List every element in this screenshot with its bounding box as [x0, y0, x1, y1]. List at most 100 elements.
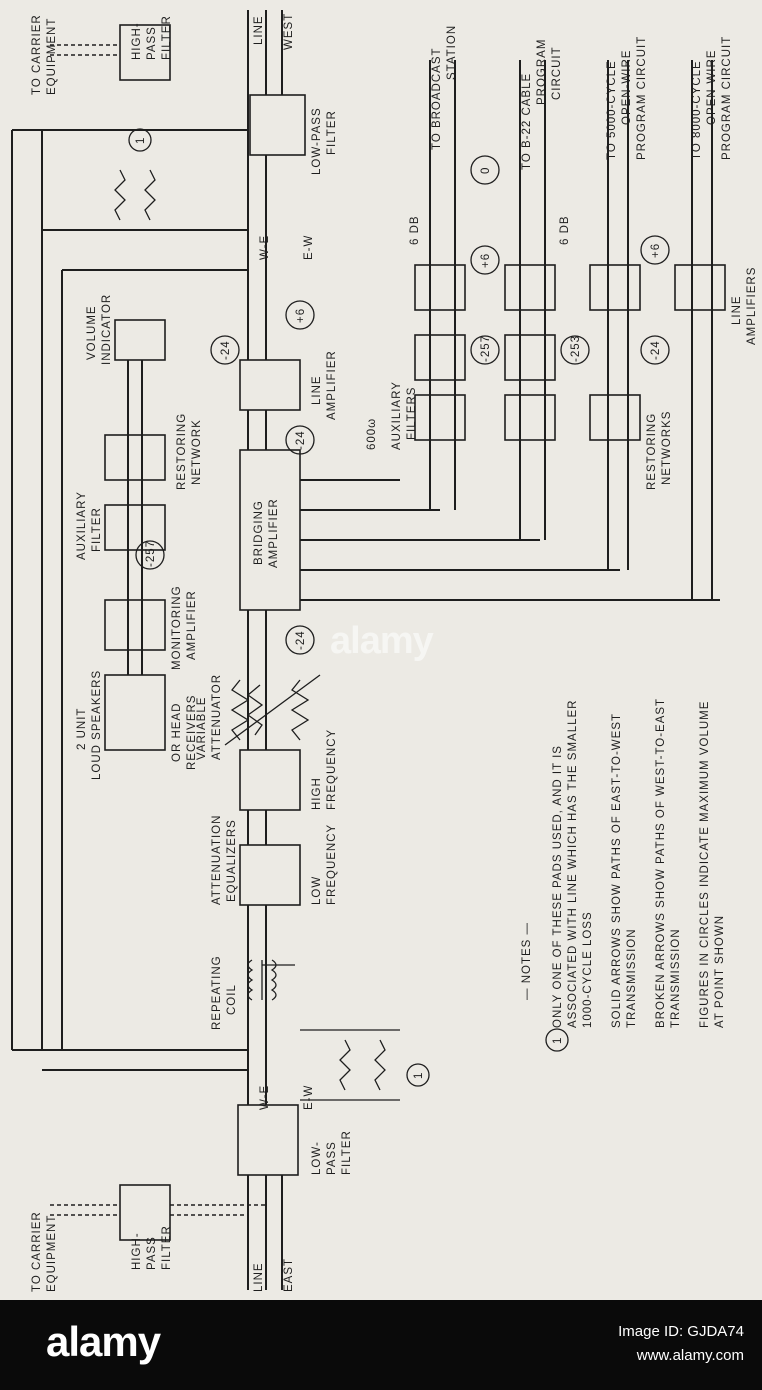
lpf-right-2: FILTER [326, 110, 338, 155]
level-circle-input [285, 625, 315, 655]
line-amp-1: LINE [311, 375, 323, 405]
return-wires [11, 129, 248, 1071]
high-freq-1: HIGH [311, 777, 323, 810]
level-p6-line: +6 [295, 308, 307, 323]
we-right: W-E [259, 235, 271, 260]
level-circle-line [285, 300, 315, 330]
bridging-amplifier [239, 449, 301, 611]
out-b22-1: TO B-22 CABLE [521, 73, 533, 170]
line-amps-1: LINE [731, 295, 743, 325]
note2-line2: TRANSMISSION [626, 928, 638, 1028]
bridging-1: BRIDGING [253, 500, 265, 565]
restoring-1: RESTORING [176, 413, 188, 490]
db6-a: 6 DB [409, 215, 421, 245]
variable-attenuator [224, 674, 321, 746]
note1-marker: 1 [552, 1037, 564, 1044]
hpf-right-1: HIGH- [131, 22, 143, 60]
out-8000-3: PROGRAM CIRCUIT [721, 36, 733, 160]
note3-line2: TRANSMISSION [670, 928, 682, 1028]
diagram-canvas: TO CARRIER EQUIPMENT HIGH- PASS FILTER L… [11, 10, 758, 1292]
level-m253: -253 [570, 335, 582, 362]
hpf-left-3: FILTER [161, 1225, 173, 1270]
note1-marker-circle [545, 1028, 569, 1052]
line-right: LINE [253, 15, 265, 45]
pad-left-marker-circle [406, 1063, 430, 1087]
note1-line1: ONLY ONE OF THESE PADS USED, AND IT IS [552, 745, 564, 1028]
bridging-outputs [300, 479, 720, 601]
ew-right: E-W [303, 235, 315, 260]
note2-line1: SOLID ARROWS SHOW PATHS OF EAST-TO-WEST [611, 713, 623, 1028]
lpf-left-1: LOW- [311, 1141, 323, 1175]
note1-line3: 1000-CYCLE LOSS [582, 911, 594, 1028]
restoring-nets-2: NETWORKS [661, 411, 673, 485]
equalizers-label-2: EQUALIZERS [226, 819, 238, 902]
out-5000-1: TO 5000-CYCLE [606, 60, 618, 160]
level-circle-bridge [285, 425, 315, 455]
level-circle-right [640, 235, 670, 265]
db6-b: 6 DB [559, 215, 571, 245]
lpf-right-1: LOW-PASS [311, 107, 323, 175]
level-circle-vi [210, 335, 240, 365]
coil-label-1: REPEATING [211, 955, 223, 1030]
line-left: LINE [253, 1262, 265, 1292]
level-circle-253 [560, 335, 590, 365]
west-label: WEST [283, 13, 295, 50]
level-m257-aux: -257 [480, 335, 492, 362]
hpf-left-2: PASS [146, 1236, 158, 1270]
line-amplifier [239, 359, 301, 411]
we-left: W-E [259, 1085, 271, 1110]
volume-indicator-box [114, 319, 166, 361]
out-8000-1: TO 8000-CYCLE [691, 60, 703, 160]
low-freq-1: LOW [311, 876, 323, 905]
mon-amp-1: MONITORING [171, 585, 183, 670]
out-broadcast-1: TO BROADCAST [431, 47, 443, 150]
alamy-logo: alamy [46, 1318, 161, 1365]
repeating-coil [247, 959, 295, 1001]
high-pass-filter-left [50, 1184, 266, 1241]
level-circle-out [470, 245, 500, 275]
vi-1: VOLUME [86, 305, 98, 360]
stock-footer: alamy Image ID: GJDA74 www.alamy.com [0, 1300, 762, 1390]
vi-2: INDICATOR [101, 294, 113, 365]
level-circle-right-24 [640, 335, 670, 365]
out-5000-2: OPEN-WIRE [621, 50, 633, 125]
aux-filters-1: AUXILIARY [391, 381, 403, 450]
image-id-label: Image ID: GJDA74 [618, 1323, 744, 1340]
watermark-center: alamy [330, 620, 434, 662]
note3-line1: BROKEN ARROWS SHOW PATHS OF WEST-TO-EAST [655, 698, 667, 1028]
level-p6-out: +6 [480, 253, 492, 268]
speakers-4: RECEIVERS [186, 695, 198, 770]
pad-right [114, 128, 156, 221]
east-label: EAST [283, 1258, 295, 1292]
high-freq-2: FREQUENCY [326, 729, 338, 810]
note4-line2: AT POINT SHOWN [714, 915, 726, 1028]
level-circle-zero [470, 155, 500, 185]
output-branches [414, 60, 726, 600]
level-p6-right: +6 [650, 243, 662, 258]
out-8000-2: OPEN-WIRE [706, 50, 718, 125]
var-atten-2: ATTENUATOR [211, 674, 223, 760]
pad-left [300, 1029, 430, 1101]
level-zero: 0 [480, 167, 492, 174]
lpf-left-3: FILTER [341, 1130, 353, 1175]
hpf-left-1: HIGH- [131, 1232, 143, 1270]
speakers-2: LOUD SPEAKERS [91, 670, 103, 780]
monitoring-amplifier-box [104, 599, 166, 651]
level-m24-input: -24 [295, 630, 307, 650]
aux-filter-1: AUXILIARY [76, 491, 88, 560]
var-atten-1: VARIABLE [196, 697, 208, 760]
out-broadcast-2: STATION [446, 25, 458, 80]
pad-right-number: 1 [135, 137, 147, 144]
lpf-left-2: PASS [326, 1141, 338, 1175]
carrier-right-2: EQUIPMENT [46, 18, 58, 95]
aux-filters-2: FILTERS [406, 387, 418, 440]
level-m24-right: -24 [650, 340, 662, 360]
line-amp-2: AMPLIFIER [326, 350, 338, 420]
level-m24-bridge: -24 [295, 430, 307, 450]
level-m24-vi: -24 [220, 340, 232, 360]
site-url[interactable]: www.alamy.com [636, 1347, 744, 1364]
out-b22-3: CIRCUIT [551, 46, 563, 100]
mon-amp-2: AMPLIFIER [186, 590, 198, 660]
bridging-2: AMPLIFIER [268, 498, 280, 568]
level-m257-mon: -257 [145, 540, 157, 567]
